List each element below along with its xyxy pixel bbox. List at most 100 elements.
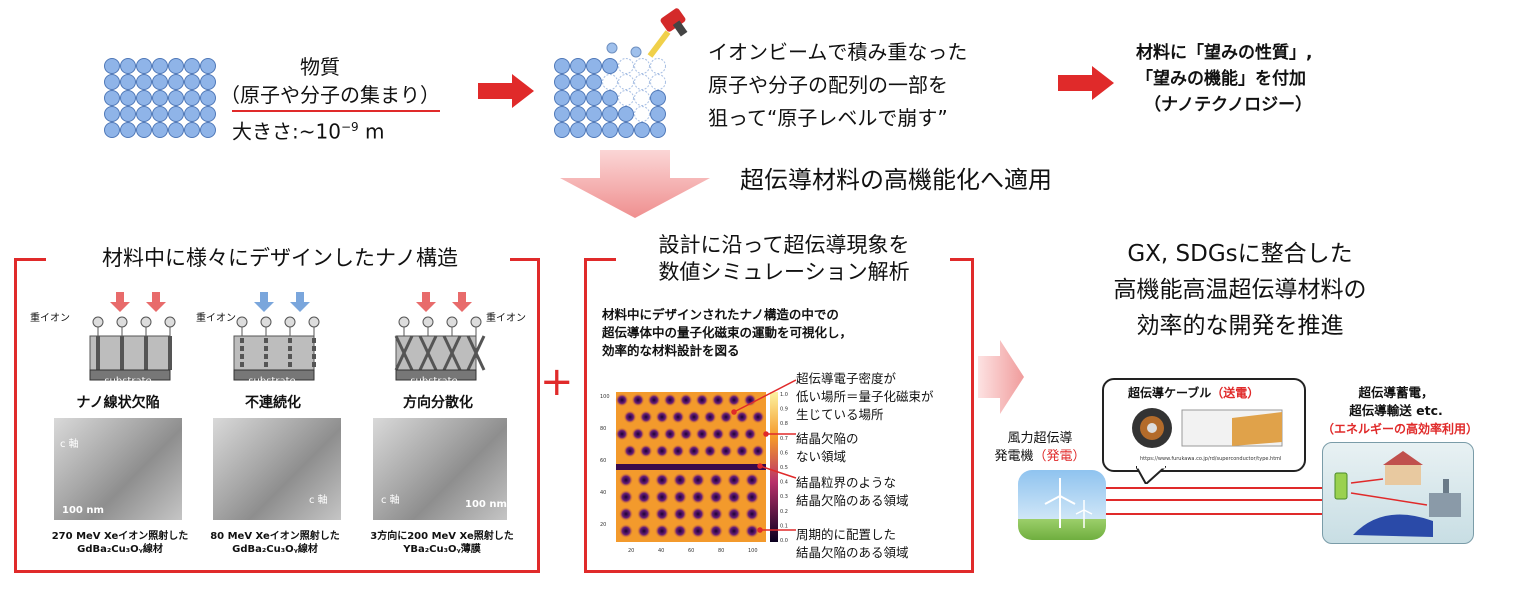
vortex-mark <box>639 444 653 458</box>
ion-circle <box>92 316 104 328</box>
wind-generator-label: 風力超伝導 発電機（発電） <box>994 431 1086 464</box>
y-tick-label: 60 <box>600 458 606 464</box>
vortex-mark <box>709 490 723 504</box>
ion-arrow-icon <box>290 292 310 312</box>
vortex-mark <box>673 490 687 504</box>
vortex-mark <box>709 524 723 538</box>
ion-circle <box>236 316 248 328</box>
vortex-mark <box>637 507 651 521</box>
ion-circle <box>284 316 296 328</box>
ion-irradiation-schematics <box>89 292 486 381</box>
left-panel-frame <box>14 258 540 573</box>
colorbar-tick-label: 0.0 <box>780 538 788 544</box>
atom-circle <box>634 106 650 122</box>
atom-circle <box>136 74 152 90</box>
atom-circle <box>618 122 634 138</box>
vortex-mark <box>695 393 709 407</box>
atom-circle <box>554 58 570 74</box>
x-tick-label: 20 <box>628 548 634 554</box>
colorbar-tick-label: 0.3 <box>780 494 788 500</box>
atom-circle <box>168 122 184 138</box>
atom-circle <box>184 106 200 122</box>
atom-circle <box>570 90 586 106</box>
atom-circle <box>602 122 618 138</box>
vortex-mark <box>709 473 723 487</box>
atom-circle <box>570 74 586 90</box>
vortex-mark <box>619 524 633 538</box>
atom-circle <box>200 58 216 74</box>
atom-circle <box>650 122 666 138</box>
atom-circle <box>152 122 168 138</box>
atom-circle <box>184 90 200 106</box>
callout-tail <box>1136 466 1166 484</box>
middle-panel-frame <box>584 258 974 573</box>
colorbar-tick-label: 0.7 <box>780 436 788 442</box>
vortex-mark <box>639 410 653 424</box>
heavy-ion-label: 重イオン <box>30 313 70 324</box>
left-panel-title: 材料中に様々にデザインしたナノ構造 <box>50 244 510 272</box>
atom-circle <box>650 58 666 74</box>
red-arrow-right-icon <box>1058 66 1114 100</box>
vortex-mark <box>711 427 725 441</box>
vortex-mark <box>711 393 725 407</box>
vortex-mark <box>719 410 733 424</box>
atom-circle <box>120 74 136 90</box>
atom-circle <box>586 74 602 90</box>
result-text: 材料に「望みの性質」, 「望みの機能」を付加 （ナノテクノロジー） <box>1136 43 1313 115</box>
vortex-mark <box>615 393 629 407</box>
vortex-mark <box>655 490 669 504</box>
vortex-mark <box>687 410 701 424</box>
pink-right-arrow-icon <box>978 340 1024 414</box>
vortex-mark <box>703 444 717 458</box>
wind-turbine-icon <box>1044 478 1093 528</box>
ion-circle <box>398 316 410 328</box>
transmission-lines <box>1106 487 1326 515</box>
atom-circle <box>634 74 650 90</box>
atom-circle <box>152 106 168 122</box>
vortex-mark <box>727 427 741 441</box>
ion-arrow-icon <box>146 292 166 312</box>
vortex-mark <box>663 393 677 407</box>
annotation-periodic-defect: 周期的に配置した結晶欠陥のある領域 <box>796 527 909 560</box>
atom-circle <box>104 106 120 122</box>
ion-beam-text: イオンビームで積み重なった 原子や分子の配列の一部を 狙って“原子レベルで崩す” <box>708 40 968 130</box>
atom-circle <box>618 106 634 122</box>
atom-circle <box>650 74 666 90</box>
vortex-mark <box>727 393 741 407</box>
vortex-mark <box>619 490 633 504</box>
atom-circle <box>602 106 618 122</box>
plus-sign: + <box>540 359 574 405</box>
vortex-mark <box>615 427 629 441</box>
colorbar-tick-label: 0.1 <box>780 523 788 529</box>
substance-title: 物質 <box>300 55 340 79</box>
atom-circle <box>152 90 168 106</box>
atom-circle <box>618 90 634 106</box>
method-name: 方向分散化 <box>403 395 473 411</box>
vortex-mark <box>745 524 759 538</box>
cable-callout: 超伝導ケーブル（送電） https://www.furukawa.co.jp/r… <box>1102 378 1306 472</box>
atom-circle <box>586 90 602 106</box>
pink-down-arrow-icon <box>560 150 710 218</box>
substance-subtitle: （原子や分子の集まり） <box>220 83 440 107</box>
atom-circle <box>120 90 136 106</box>
ion-circle <box>308 316 320 328</box>
vortex-mark <box>623 410 637 424</box>
atom-circle <box>136 122 152 138</box>
atom-circle <box>634 90 650 106</box>
y-tick-label: 20 <box>600 522 606 528</box>
cable-title: 超伝導ケーブル（送電） <box>1128 386 1260 400</box>
vortex-mark <box>745 507 759 521</box>
vortex-mark <box>735 444 749 458</box>
vortex-mark <box>673 507 687 521</box>
tem-image: c 軸 100 nm <box>373 418 507 520</box>
ion-gun-icon <box>660 8 688 37</box>
vortex-mark <box>655 473 669 487</box>
ion-circle <box>164 316 176 328</box>
vortex-mark <box>727 473 741 487</box>
size-text: 大きさ:~10−9 m <box>232 119 385 144</box>
cable-source-url: https://www.furukawa.co.jp/rd/supercondu… <box>1140 456 1282 462</box>
atom-circle <box>650 90 666 106</box>
y-tick-label: 80 <box>600 426 606 432</box>
vortex-mark <box>727 490 741 504</box>
